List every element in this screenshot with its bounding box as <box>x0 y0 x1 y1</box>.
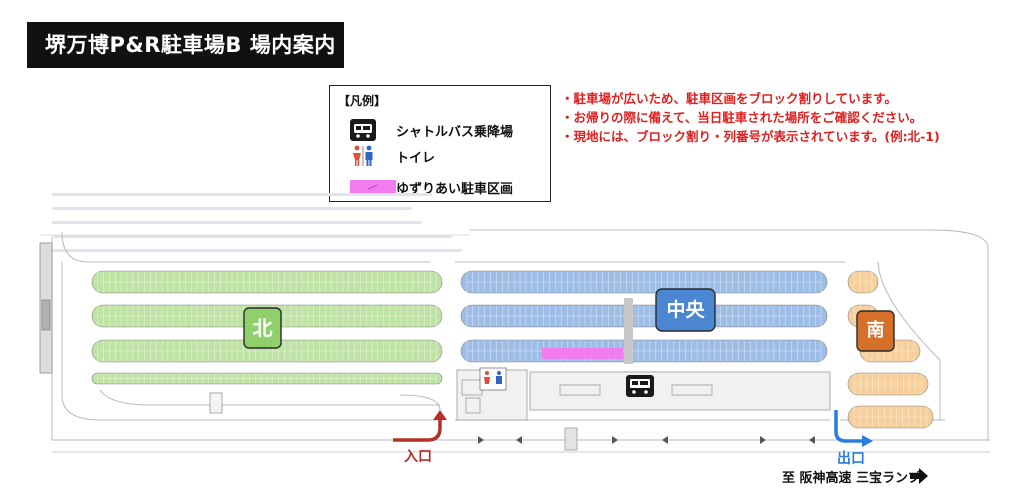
legend-label-restroom: トイレ <box>396 150 436 166</box>
center-divider-lane <box>624 298 633 364</box>
legend-label-priority: ゆずりあい駐車区画 <box>396 181 514 197</box>
priority-parking-area <box>542 348 623 359</box>
exit-label: 出口 <box>837 451 865 467</box>
note-line: ・現地には、ブロック割り・列番号が表示されています。(例:北-1) <box>561 129 940 144</box>
direction-arrow <box>910 468 928 484</box>
note-line: ・お帰りの際に備えて、当日駐車された場所をご確認ください。 <box>561 110 923 125</box>
notes-block: ・駐車場が広いため、駐車区画をブロック割りしています。 ・お帰りの際に備えて、当… <box>561 89 940 146</box>
legend-heading: 【凡例】 <box>338 94 387 108</box>
bus-stop-icon-map <box>626 375 654 397</box>
zone-label-north: 北 <box>252 316 273 340</box>
entrance-label: 入口 <box>404 449 432 465</box>
facility-buildings <box>456 369 831 421</box>
restroom-icon <box>353 145 373 166</box>
bus-icon <box>350 119 376 141</box>
zone-label-center: 中央 <box>666 299 705 321</box>
faded-background-text <box>52 182 472 263</box>
exit-arrow <box>834 410 864 443</box>
left-structure <box>39 242 53 374</box>
zone-badge-north <box>243 307 282 349</box>
entrance-arrow <box>393 418 442 442</box>
priority-parking-swatch <box>350 180 396 194</box>
zone-label-south: 南 <box>866 320 885 341</box>
zone-badge-south <box>856 310 895 352</box>
legend-item-bus: シャトルバス乗降場 <box>350 119 513 141</box>
legend-label-bus: シャトルバス乗降場 <box>396 124 514 140</box>
legend-item-restroom: トイレ <box>350 145 435 167</box>
legend-box: 【凡例】 シャトルバス乗降場 トイレ ゆずりあい <box>329 85 551 202</box>
toilet-icon-map <box>479 367 507 391</box>
legend-item-priority: ゆずりあい駐車区画 <box>350 176 513 198</box>
zone-badge-center <box>655 288 716 332</box>
page-title: 堺万博P&R駐車場B 場内案内 <box>27 22 344 68</box>
note-line: ・駐車場が広いため、駐車区画をブロック割りしています。 <box>561 91 897 106</box>
direction-label: 至 阪神高速 三宝ランプ <box>782 471 921 486</box>
